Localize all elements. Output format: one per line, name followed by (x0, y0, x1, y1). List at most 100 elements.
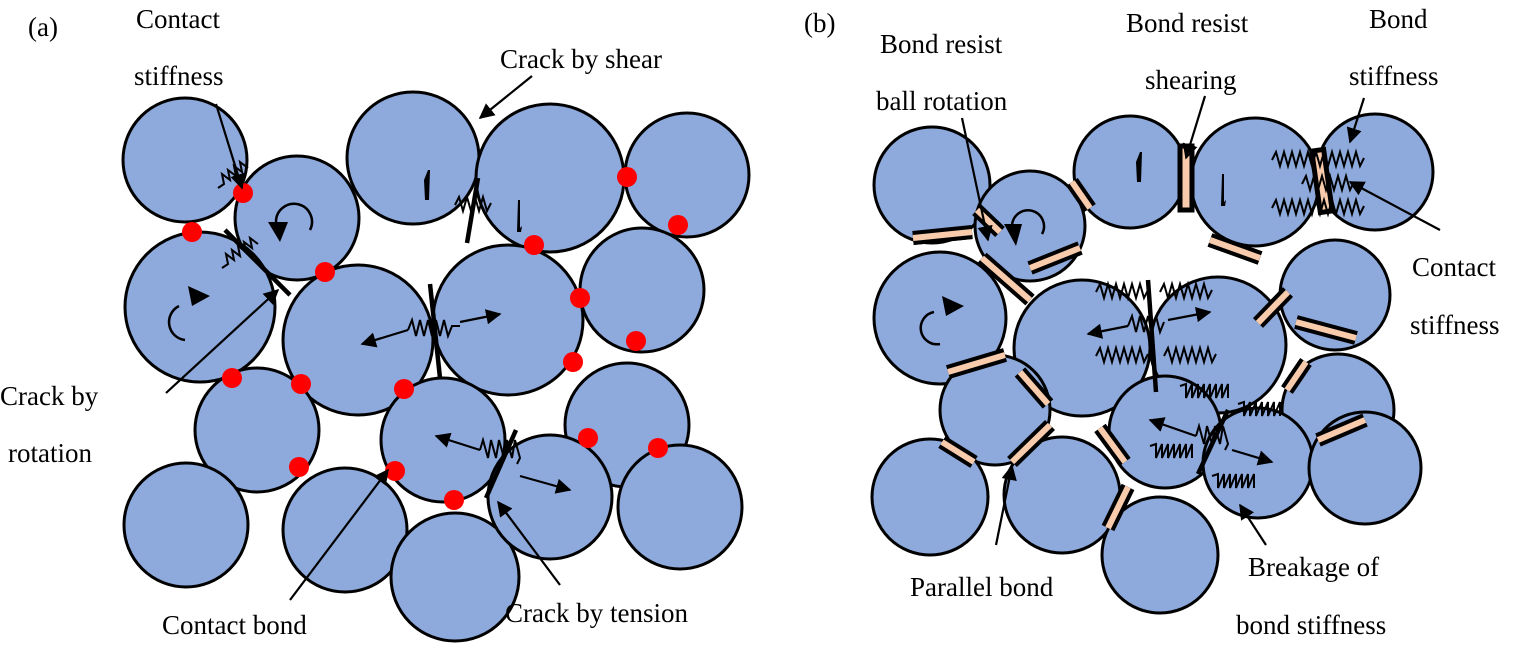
rotation-arrowhead-icon (268, 222, 288, 242)
panel-label-a: (a) (28, 12, 58, 42)
particle (122, 461, 250, 589)
parallel-bond (940, 439, 976, 465)
bond-stiffness-center (1086, 279, 1217, 393)
contact-bond-dot (233, 183, 253, 203)
spring (479, 436, 522, 465)
particle (233, 154, 361, 282)
parallel-bond (1069, 180, 1093, 210)
shear-arrow-up-icon (424, 170, 430, 200)
particle (872, 125, 992, 245)
label-contact-bond: Contact bond (162, 610, 307, 640)
particle (872, 250, 1008, 386)
parallel-bond (912, 229, 973, 241)
shear-spring (454, 193, 492, 215)
spring (1195, 422, 1230, 451)
particle (281, 466, 409, 594)
contact-bond-dot (570, 288, 590, 308)
parallel-bond (980, 255, 1032, 303)
rotation-arrowhead-icon (1004, 224, 1022, 246)
particle (389, 511, 521, 643)
particle (1100, 495, 1220, 615)
label-bond-shearing-line1: Bond resist (1126, 8, 1249, 38)
rotation-arrows-b (919, 209, 1046, 346)
contact-bond-dot (315, 262, 335, 282)
label-parallel-bond: Parallel bond (910, 572, 1054, 602)
parallel-bond (1295, 319, 1357, 341)
parallel-bond (1028, 245, 1082, 271)
label-bond-shearing-line2: shearing (1145, 65, 1236, 95)
label-breakage-line1: Breakage of (1248, 552, 1379, 582)
contact-bond-dot (289, 457, 309, 477)
leader-bond-rotation (960, 117, 993, 242)
particle (870, 437, 990, 557)
spring (1271, 196, 1365, 218)
particle (1072, 114, 1188, 230)
spring (1301, 172, 1355, 194)
force-arrow-icon (459, 309, 502, 325)
rotation-arrow-icon (1010, 209, 1046, 235)
particle (121, 96, 249, 224)
spring (1211, 472, 1255, 489)
contact-bond-dot (578, 428, 598, 448)
bond-stiffness-breakage (1148, 382, 1281, 489)
shear-arrow-down-icon (1221, 174, 1226, 206)
parallel-bond-overlay (912, 178, 1368, 532)
particle (345, 90, 481, 226)
label-crack-rotation-line2: rotation (8, 438, 92, 468)
particle (281, 263, 435, 417)
label-contact-stiffness-line1: Contact (136, 4, 220, 34)
contact-bond-dot (563, 352, 583, 372)
contact-bond-dot (444, 490, 464, 510)
particle (474, 102, 626, 254)
shear-arrow-up-icon (1136, 152, 1142, 182)
rotation-spring (221, 235, 259, 269)
label-contact-stiffness-b-line2: stiffness (1410, 310, 1500, 340)
leader-contact-bond (289, 468, 389, 601)
tension-crack-line (483, 429, 519, 499)
force-arrow-icon (360, 328, 409, 348)
spring (1159, 280, 1213, 302)
rotation-arrow-icon (274, 202, 314, 231)
rotation-arrow-icon (919, 310, 941, 346)
leader-crack-shear (478, 75, 533, 119)
particle (1307, 410, 1423, 526)
parallel-bond (1105, 485, 1131, 530)
contact-bond-group (182, 167, 688, 510)
panel-label-b: (b) (804, 8, 835, 38)
force-arrow-icon (1231, 448, 1274, 466)
crack-line (427, 283, 443, 379)
leader-breakage (1239, 503, 1267, 546)
label-contact-stiffness-line2: stiffness (134, 61, 224, 91)
contact-bond-dot (394, 379, 414, 399)
spring (1095, 344, 1149, 366)
crack-line (1145, 279, 1159, 393)
shear-crack (424, 170, 522, 244)
rotation-crack-line (223, 228, 292, 297)
contact-bond-dot (617, 167, 637, 187)
label-bond-stiffness-line2: stiffness (1349, 61, 1439, 91)
rotation-arrowhead-icon (942, 296, 964, 316)
label-breakage-line2: bond stiffness (1236, 610, 1386, 640)
particle-group-a (121, 90, 751, 643)
shear-arrow-down-icon (517, 200, 522, 232)
label-bond-rotation-line1: Bond resist (880, 29, 1003, 59)
spring (1095, 280, 1149, 302)
force-arrow-icon (434, 432, 481, 452)
spring (1237, 400, 1281, 417)
tension-crack (434, 429, 572, 499)
particle (431, 243, 585, 397)
parallel-bond (1255, 289, 1291, 326)
parallel-bond (1284, 360, 1309, 392)
force-arrow-icon (1167, 307, 1212, 323)
contact-bond-dot (291, 374, 311, 394)
spring (1149, 442, 1193, 459)
contact-bond-dot (626, 331, 646, 351)
spring (1163, 344, 1217, 366)
leader-crack-rotation (165, 288, 280, 394)
label-crack-rotation-line1: Crack by (0, 381, 99, 411)
label-crack-shear: Crack by shear (500, 44, 662, 74)
contact-bond-dot (182, 222, 202, 242)
spring (1127, 312, 1165, 336)
particle (1189, 116, 1321, 248)
shear-crack-line (464, 177, 481, 244)
